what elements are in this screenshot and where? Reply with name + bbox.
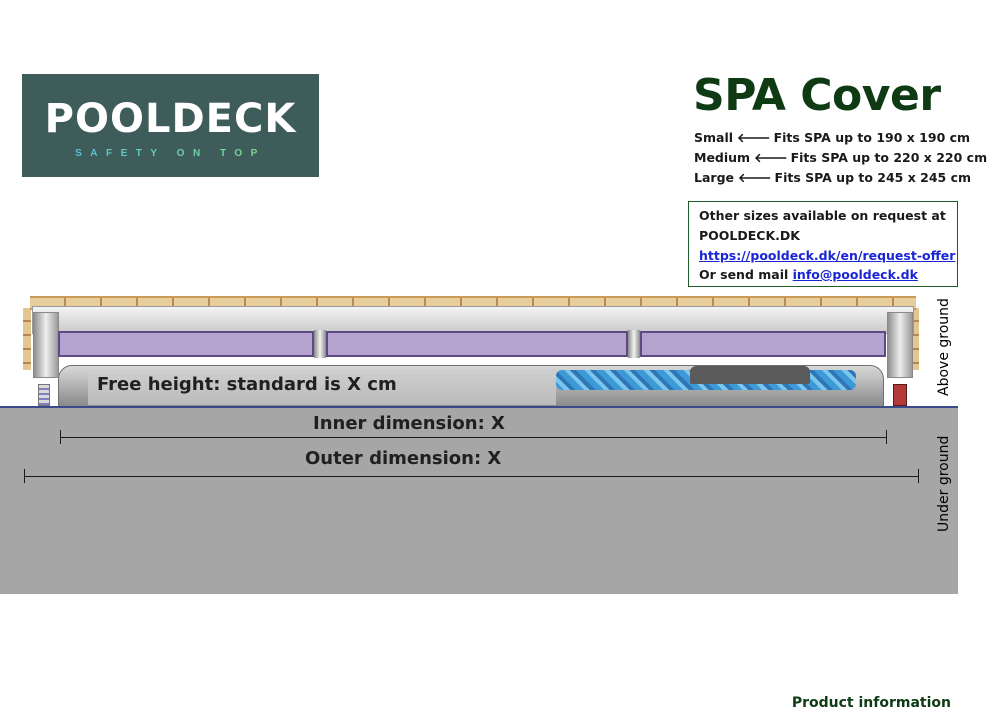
request-info-box: Other sizes available on request at POOL… [688,201,958,287]
wood-side-right [911,308,919,370]
deck-frame [32,306,914,334]
post-right [887,312,913,378]
info-line-2: POOLDECK.DK [699,228,800,243]
info-line-1: Other sizes available on request at [699,208,946,223]
panel-joint [628,330,640,358]
arrow-left-icon: 🡐 [737,130,771,145]
post-left [33,312,59,378]
page-title: SPA Cover [693,70,941,121]
foot-right [893,384,907,406]
free-height-label: Free height: standard is X cm [97,374,397,395]
mail-line: Or send mail info@pooldeck.dk [699,267,918,282]
ground-area [0,407,958,594]
size-desc: Fits SPA up to 220 x 220 cm [790,150,987,165]
spa-seat [690,366,810,384]
inner-dimension-label: Inner dimension: X [313,413,505,434]
inner-dimension-line [60,437,887,438]
pooldeck-logo: POOLDECK SAFETY ON TOP [22,74,319,177]
footer-label: Product information [791,695,951,711]
outer-dimension-label: Outer dimension: X [305,448,502,469]
foot-left [38,384,50,406]
panel-1 [58,331,314,357]
panel-joint [314,330,326,358]
outer-tick-left [24,469,25,483]
request-offer-link[interactable]: https://pooldeck.dk/en/request-offer [699,248,956,263]
panel-3 [640,331,886,357]
under-ground-label: Under ground [936,435,952,532]
logo-tagline: SAFETY ON TOP [22,148,319,159]
size-medium: Medium🡐Fits SPA up to 220 x 220 cm [694,150,987,166]
inner-tick-left [60,430,61,444]
size-desc: Fits SPA up to 190 x 190 cm [773,130,971,145]
arrow-left-icon: 🡐 [754,150,788,165]
mail-prefix: Or send mail [699,267,793,282]
wood-side-left [23,308,31,370]
logo-wordmark: POOLDECK [44,96,297,142]
size-name: Large [694,170,734,185]
size-name: Medium [694,150,751,165]
size-large: Large 🡐Fits SPA up to 245 x 245 cm [694,170,971,186]
size-name: Small [694,130,734,145]
ground-line [0,406,958,408]
outer-dimension-line [24,476,919,477]
mail-link[interactable]: info@pooldeck.dk [792,267,918,282]
size-desc: Fits SPA up to 245 x 245 cm [774,170,972,185]
arrow-left-icon: 🡐 [738,170,772,185]
free-height-box [88,369,556,405]
panel-2 [326,331,628,357]
inner-tick-right [886,430,887,444]
outer-tick-right [918,469,919,483]
size-small: Small🡐Fits SPA up to 190 x 190 cm [694,130,970,146]
above-ground-label: Above ground [936,298,952,396]
